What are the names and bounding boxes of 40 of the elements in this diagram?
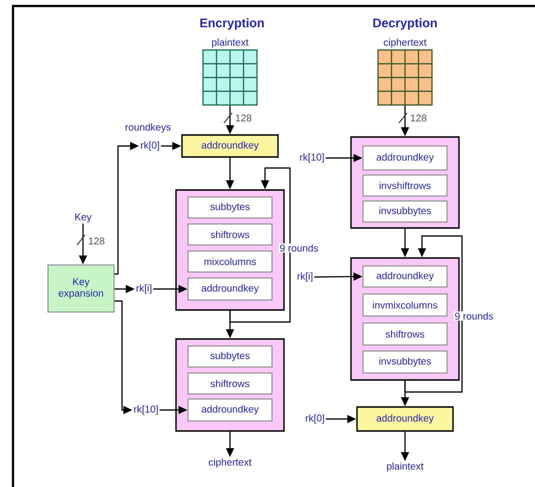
step-box: shiftrows xyxy=(362,322,448,346)
io-label: rk[0] xyxy=(306,414,324,424)
annotation: roundkeys xyxy=(126,123,171,133)
edge-label: 9 rounds xyxy=(278,243,320,253)
io-label: rk[0] xyxy=(140,141,159,151)
round-box: addroundkey xyxy=(356,406,454,432)
io-label: Key xyxy=(75,214,92,222)
node-label: ciphertext xyxy=(384,38,427,48)
node-label: plaintext xyxy=(212,38,248,48)
step-box: invshiftrows xyxy=(362,174,448,196)
step-box: addroundkey xyxy=(362,266,448,288)
step-box: addroundkey xyxy=(188,278,272,300)
step-box: subbytes xyxy=(188,196,272,218)
arrow xyxy=(404,235,463,393)
io-label: rk[i] xyxy=(298,272,312,282)
step-box: invsubbytes xyxy=(362,350,448,374)
edge-label: 128 xyxy=(410,114,426,122)
io-label: rk[10] xyxy=(134,405,158,415)
step-box: mixcolumns xyxy=(188,250,272,272)
title: Encryption xyxy=(200,18,264,30)
step-box: shiftrows xyxy=(188,372,272,394)
io-label: plaintext xyxy=(387,462,424,472)
state-grid: plaintext xyxy=(202,38,258,106)
step-box: addroundkey xyxy=(188,398,272,422)
title: Decryption xyxy=(373,18,437,30)
arrow xyxy=(229,167,291,323)
step-box: addroundkey xyxy=(362,146,448,170)
process-box: Key expansion xyxy=(48,264,114,312)
edge-label: 128 xyxy=(236,114,252,122)
round-box: addroundkey xyxy=(181,134,279,158)
state-grid: ciphertext xyxy=(377,38,433,106)
step-box: shiftrows xyxy=(188,224,272,246)
step-box: invsubbytes xyxy=(362,200,448,222)
step-box: invmixcolumns xyxy=(362,294,448,316)
io-label: rk[i] xyxy=(136,284,152,294)
edge-label: 128 xyxy=(88,237,104,245)
io-label: rk[10] xyxy=(300,153,324,163)
edge-label: 9 rounds xyxy=(454,311,494,321)
io-label: ciphertext xyxy=(208,458,252,468)
step-box: subbytes xyxy=(188,346,272,368)
